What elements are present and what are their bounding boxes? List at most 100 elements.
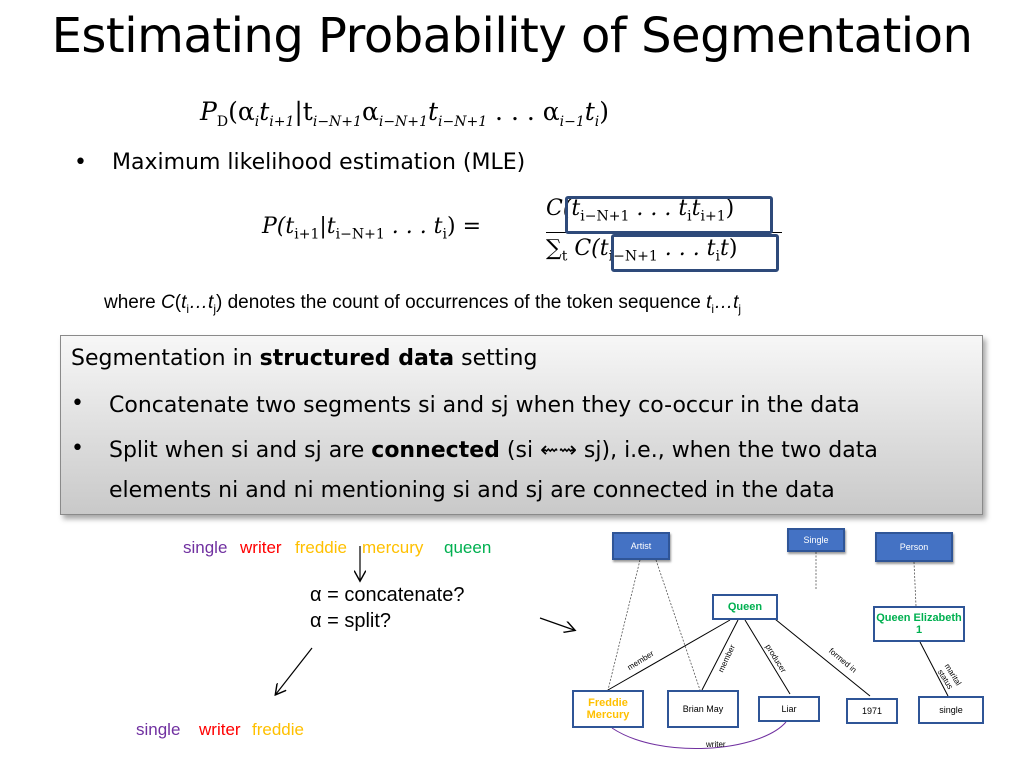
note-symbol: …	[714, 292, 734, 313]
node-brian-may: Brian May	[667, 690, 739, 728]
word-freddie: freddie	[295, 538, 347, 557]
page-title: Estimating Probability of Segmentation	[51, 8, 973, 64]
formula-part: C(	[567, 236, 600, 261]
structured-data-panel: Segmentation in structured data setting …	[60, 335, 983, 515]
formula-part: |t	[319, 214, 336, 239]
note-sub: i	[186, 301, 190, 316]
edge-person-type	[913, 561, 917, 607]
formula-part: (α	[228, 97, 255, 126]
edge-member1	[607, 619, 731, 691]
formula-part: t	[720, 236, 729, 261]
formula-part: t	[571, 196, 581, 221]
edge-artist-brian	[655, 559, 701, 691]
note-text: denotes the count of occurrences of the …	[222, 292, 707, 313]
word-single: single	[183, 538, 228, 557]
panel-text: (si ⇜⇝ sj), i.e., when the two data	[499, 438, 878, 463]
formula-part: . . . α	[487, 97, 560, 126]
panel-bullet-concatenate: Concatenate two segments si and sj when …	[109, 393, 860, 418]
bullet-dot: •	[71, 391, 84, 416]
node-artist: Artist	[612, 532, 670, 560]
note-text: (	[174, 292, 182, 313]
formula-part: |t	[294, 97, 313, 126]
note-symbol: C	[161, 292, 175, 313]
node-single-type: Single	[787, 528, 845, 552]
formula-part: ) =	[447, 214, 482, 239]
formula-sub: i	[594, 114, 600, 130]
word-single-split: single	[136, 720, 181, 739]
edge-label-writer: writer	[706, 740, 726, 749]
formula-part: )	[725, 196, 735, 221]
arrow-to-graph	[539, 617, 574, 630]
panel-bold: structured data	[259, 346, 455, 371]
formula-symbol: P	[200, 97, 217, 126]
panel-bold: connected	[371, 438, 500, 463]
formula-sub: i−N+1	[608, 248, 658, 265]
formula-part: ∑	[546, 236, 562, 261]
formula-sub: t	[561, 248, 568, 265]
note-sub: j	[213, 301, 216, 316]
formula-sub: i+1	[700, 208, 726, 225]
denominator-highlight-box	[611, 234, 779, 272]
node-queen-elizabeth: Queen Elizabeth 1	[873, 606, 965, 642]
word-writer-split: writer	[199, 720, 241, 739]
edge-member2	[701, 619, 739, 691]
count-note: where C(ti…tj) denotes the count of occu…	[104, 292, 741, 316]
edge-marital	[919, 641, 949, 697]
formula-part: )	[599, 97, 610, 126]
formula-sub: i−N+1	[580, 208, 630, 225]
formula-sub: i	[687, 208, 692, 225]
edge-artist-freddie	[607, 559, 641, 691]
node-1971: 1971	[846, 698, 898, 724]
panel-text: setting	[454, 346, 538, 371]
numerator-highlight-box	[565, 196, 773, 234]
note-text: where	[104, 292, 162, 313]
formula-pd: PD(αiti+1|ti−N+1αi−N+1ti−N+1 . . . αi−1t…	[200, 97, 609, 130]
formula-part: . . . t	[657, 236, 716, 261]
node-single-value: single	[918, 696, 984, 724]
node-queen: Queen	[712, 594, 778, 620]
formula-sub: i+1	[294, 226, 320, 243]
formula-sub: i	[715, 248, 721, 265]
formula-part: )	[728, 236, 738, 261]
arrow-split	[276, 647, 313, 694]
note-sub: i	[711, 301, 715, 316]
formula-sub: i−N+1	[378, 114, 428, 130]
formula-lhs: P(ti+1|ti−N+1 . . . ti) =	[262, 214, 481, 242]
note-symbol: t	[706, 292, 712, 313]
note-symbol: t	[733, 292, 739, 313]
panel-bullet-split: Split when si and sj are connected (si ⇜…	[109, 431, 878, 511]
panel-text: Segmentation in	[71, 346, 260, 371]
note-symbol: t	[208, 292, 214, 313]
bullet-dot: •	[74, 150, 87, 175]
panel-heading: Segmentation in structured data setting	[71, 346, 537, 371]
formula-part: t	[691, 196, 701, 221]
formula-sub: i−N+1	[335, 226, 385, 243]
formula-sub: i−N+1	[312, 114, 362, 130]
formula-denominator: ∑t C(ti−N+1 . . . tit)	[546, 236, 737, 264]
note-text: )	[216, 292, 223, 313]
word-freddie-split: freddie	[252, 720, 304, 739]
bullet-dot: •	[71, 436, 84, 461]
formula-part: t	[584, 97, 595, 126]
bullet-text: Maximum likelihood estimation (MLE)	[112, 150, 526, 175]
node-liar: Liar	[758, 696, 820, 722]
edge-writer	[611, 721, 787, 749]
word-writer: writer	[240, 538, 282, 557]
note-sub: j	[738, 301, 742, 316]
panel-text: Split when si and sj are	[109, 438, 372, 463]
panel-text: elements ni and ni mentioning si and sj …	[109, 478, 835, 503]
edge-formed-in	[769, 614, 871, 697]
formula-sub: D	[216, 114, 229, 130]
formula-part: . . . t	[629, 196, 688, 221]
formula-sub: i−N+1	[438, 114, 488, 130]
formula-part: . . . t	[384, 214, 443, 239]
note-symbol: …	[189, 292, 209, 313]
note-symbol: t	[181, 292, 187, 313]
node-person: Person	[875, 532, 953, 562]
formula-part: t	[427, 97, 438, 126]
formula-part: t	[599, 236, 609, 261]
formula-sub: i	[442, 226, 448, 243]
edge-producer	[744, 619, 791, 695]
word-mercury: mercury	[362, 538, 424, 557]
